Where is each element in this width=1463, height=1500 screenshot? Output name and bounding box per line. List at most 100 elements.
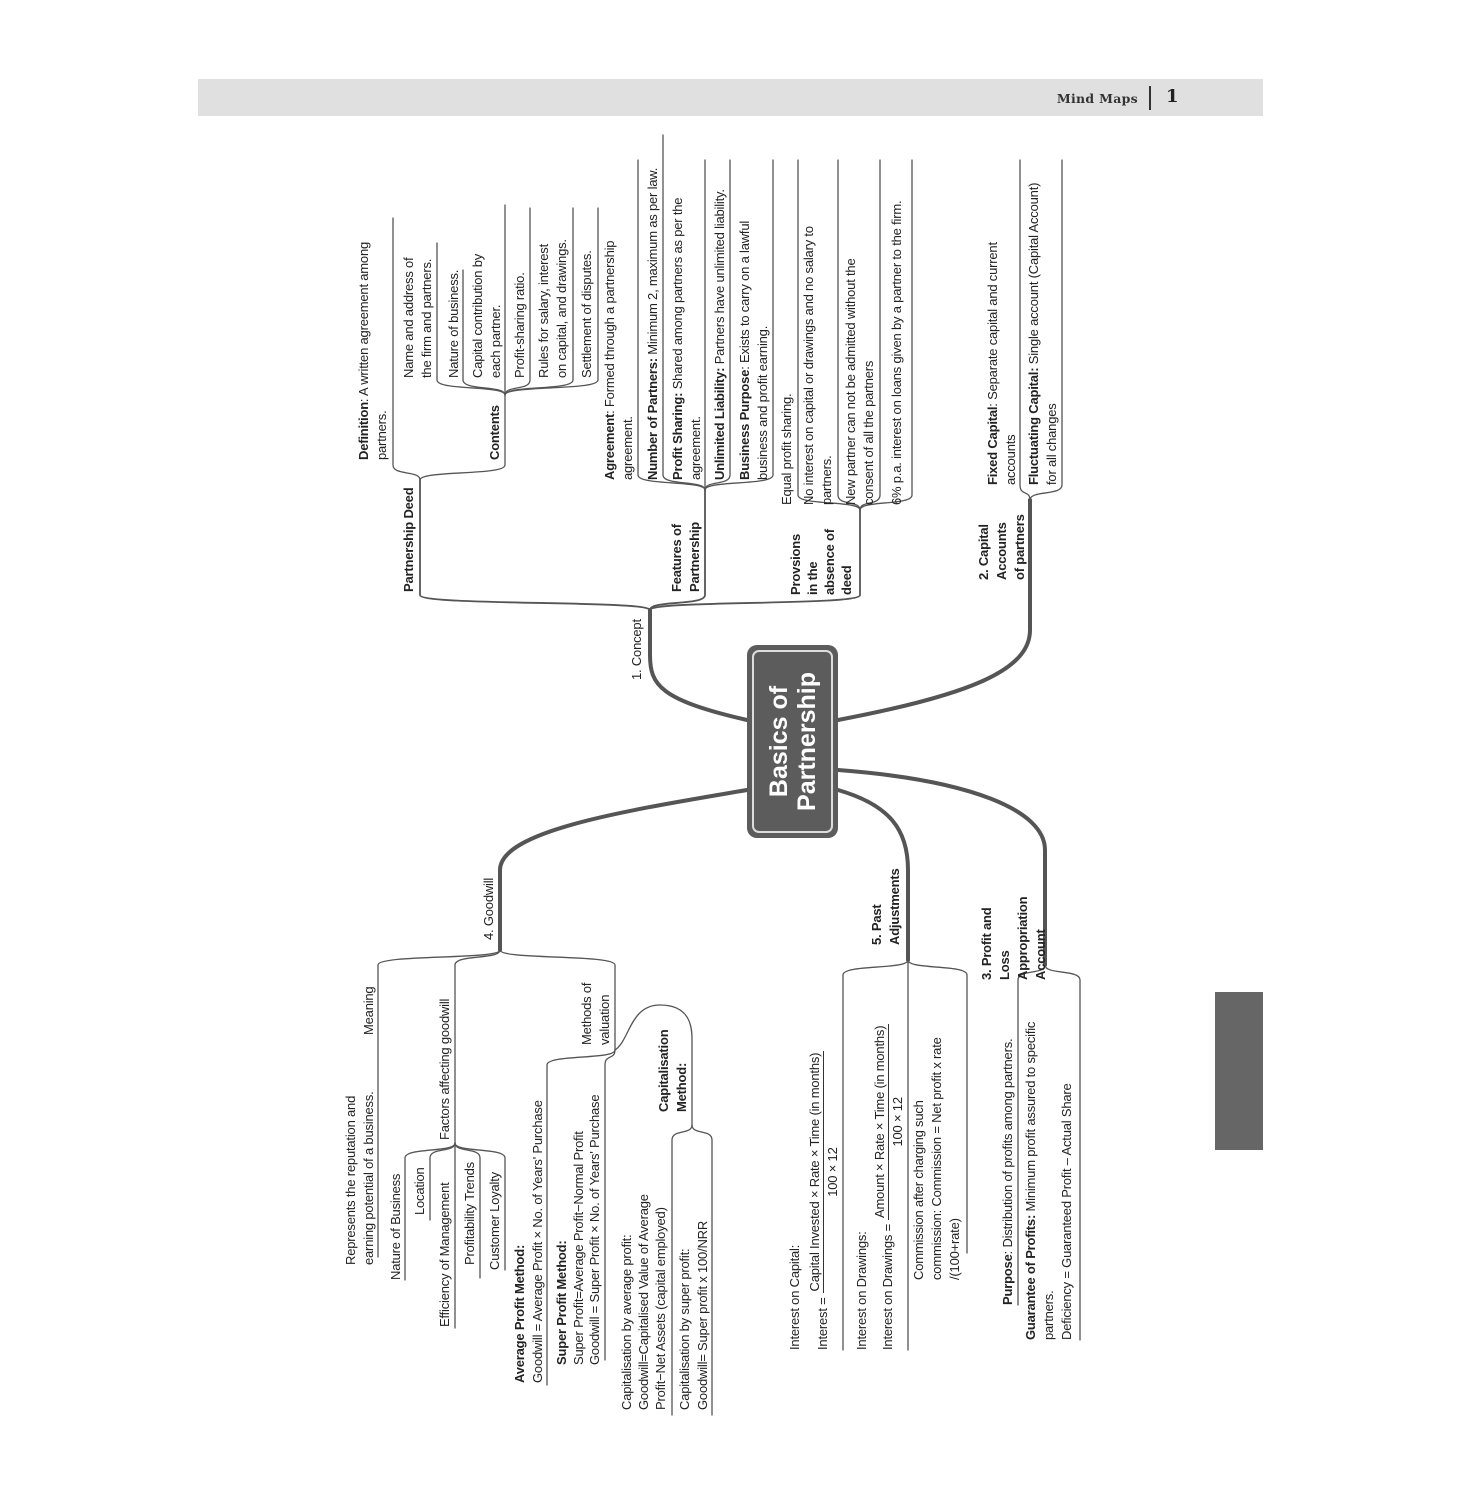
- branch-capital-accounts: 2. Capital Accounts of partners: [976, 514, 1027, 580]
- connector-line: [662, 134, 706, 491]
- branch-profit-loss-appropriation: 3. Profit and Loss Appropriation Account: [979, 896, 1048, 980]
- node-partnership-deed: Partnership Deed: [401, 487, 416, 592]
- connector-line: [842, 959, 909, 1351]
- capitalisation-item: Capitalisation by super profit: Goodwill…: [677, 1220, 710, 1410]
- numerator: Capital Invested × Rate × Time (in month…: [806, 1050, 824, 1294]
- feature-text: Partners have unlimited liability.: [712, 189, 727, 368]
- chapter-tab-marker: [1215, 992, 1263, 1150]
- branch-line-goodwill: [498, 788, 749, 952]
- node-provisions: Provsions in the absence of deed: [788, 529, 854, 595]
- connector-line: [1019, 159, 1031, 501]
- method-text: Super Profit=Average Profit−Normal Profi…: [570, 1094, 603, 1365]
- node-factors: Factors affecting goodwill: [437, 998, 452, 1140]
- capital-label: Fluctuating Capital:: [1026, 367, 1041, 485]
- connector-line: [454, 1142, 506, 1271]
- node-methods: Methods of valuation: [579, 982, 612, 1045]
- feature-item: Profit Sharing: Shared among partners as…: [669, 198, 705, 480]
- pl-purpose: Purpose: Distribution of profits among p…: [999, 1039, 1017, 1305]
- connector-line: [377, 949, 501, 1258]
- capital-item: Fluctuating Capital: Single account (Cap…: [1025, 183, 1061, 485]
- method-average: Average Profit Method: Goodwill = Averag…: [511, 1100, 547, 1383]
- purpose-label: Purpose: [1000, 1254, 1015, 1305]
- connector-line: [419, 479, 651, 611]
- factor-item: Nature of Business: [388, 1173, 403, 1280]
- branch-line-past: [836, 788, 910, 962]
- feature-item: Business Purpose: Exists to carry on a l…: [736, 221, 772, 480]
- pl-guarantee: Guarantee of Profits: Minimum profit ass…: [1022, 1022, 1076, 1340]
- feature-label: Number of Partners:: [645, 358, 660, 480]
- interest-drawings-title: Interest on Drawings:: [854, 1231, 869, 1350]
- connector-line: [1044, 964, 1081, 1341]
- denominator: 100 × 12: [890, 1097, 905, 1147]
- header-title: Mind Maps: [1056, 91, 1138, 106]
- feature-label: Agreement: [602, 413, 617, 480]
- capital-label: Fixed Capital: [985, 406, 1000, 485]
- interest-capital-title: Interest on Capital:: [787, 1244, 802, 1350]
- contents-item: Settlement of disputes.: [579, 250, 594, 378]
- header-divider: [1149, 86, 1151, 110]
- connector-line: [691, 1124, 713, 1416]
- connector-line: [1029, 159, 1063, 501]
- node-meaning: Meaning: [361, 986, 376, 1035]
- feature-item: Unlimited Liability: Partners have unlim…: [711, 189, 729, 480]
- connector-line: [419, 394, 506, 481]
- connector-line: [704, 159, 774, 491]
- connector-line: [671, 1124, 693, 1416]
- feature-label: Unlimited Liability:: [712, 367, 727, 480]
- connector-line: [454, 949, 501, 1144]
- connector-line: [392, 217, 421, 481]
- interest-drawings-formula: Interest on Drawings =Amount × Rate × Ti…: [871, 1023, 906, 1350]
- feature-label: Profit Sharing:: [670, 392, 685, 480]
- connector-line: [546, 1049, 616, 1386]
- method-super: Super Profit Method: Super Profit=Averag…: [554, 1095, 604, 1365]
- central-topic: Basics of Partnership: [747, 645, 838, 838]
- branch-line-pl: [836, 768, 1047, 967]
- connector-line: [859, 159, 913, 511]
- numerator: Amount × Rate × Time (in months): [871, 1023, 889, 1220]
- branch-concept: 1. Concept: [629, 619, 644, 680]
- capitalisation-item: Capitalisation by average profit: Goodwi…: [619, 1194, 668, 1410]
- provision-item: New partner can not be admitted without …: [843, 258, 876, 506]
- interest-capital-formula: Interest = Capital Invested × Rate × Time…: [806, 1050, 841, 1350]
- branch-goodwill: 4. Goodwill: [481, 877, 496, 940]
- denominator: 100 × 12: [825, 1147, 840, 1197]
- capital-item: Fixed Capital: Separate capital and curr…: [984, 242, 1020, 485]
- guarantee-label: Guarantee of Profits:: [1023, 1214, 1038, 1340]
- feature-label: Business Purpose: [737, 369, 752, 480]
- feature-item: Agreement: Formed through a partnership …: [601, 241, 637, 480]
- connector-line: [499, 949, 616, 1051]
- connector-line: [837, 159, 861, 511]
- factor-item: Location: [412, 1167, 427, 1215]
- definition-label: Definition: [356, 402, 371, 460]
- node-contents: Contents: [487, 405, 502, 460]
- provision-item: Equal profit sharing.: [779, 393, 794, 505]
- branch-line-concept: [648, 608, 749, 722]
- connector-line: [604, 1049, 616, 1361]
- connector-line: [1017, 964, 1046, 1306]
- factor-item: Efficiency of Management: [437, 1182, 452, 1327]
- contents-item: Capital contribution by each partner.: [470, 253, 503, 378]
- mind-map: Basics of Partnership 1. Concept Partner…: [330, 130, 1090, 1430]
- purpose-text: : Distribution of profits among partners…: [1000, 1038, 1015, 1255]
- commission-text: Commission after charging such commissio…: [911, 1037, 962, 1280]
- branch-line-capital: [836, 498, 1032, 722]
- connector-line: [429, 1142, 456, 1221]
- method-text: Goodwill = Average Profit × No. of Years…: [530, 1100, 545, 1383]
- provision-item: 6% p.a. interest on loans given by a par…: [889, 200, 904, 505]
- formula-lhs: Interest =: [814, 1297, 830, 1350]
- connector-line: [649, 509, 861, 611]
- connector-line: [504, 207, 599, 396]
- contents-item: Nature of business.: [446, 269, 461, 378]
- page-header: Mind Maps 1: [198, 79, 1263, 116]
- node-features: Features of Partnership: [669, 521, 702, 592]
- contents-item: Rules for salary, interest on capital, a…: [536, 239, 569, 378]
- factor-item: Customer Loyalty: [487, 1172, 502, 1270]
- method-label: Average Profit Method:: [512, 1244, 527, 1383]
- fraction: Capital Invested × Rate × Time (in month…: [806, 1050, 841, 1294]
- connector-line: [462, 269, 506, 396]
- meaning-text: Represents the reputation and earning po…: [343, 1091, 376, 1265]
- contents-item: Profit-sharing ratio.: [512, 272, 527, 378]
- feature-item: Number of Partners: Minimum 2, maximum a…: [644, 168, 662, 480]
- feature-text: Minimum 2, maximum as per law.: [645, 167, 660, 359]
- contents-item: Name and address of the firm and partner…: [401, 257, 434, 379]
